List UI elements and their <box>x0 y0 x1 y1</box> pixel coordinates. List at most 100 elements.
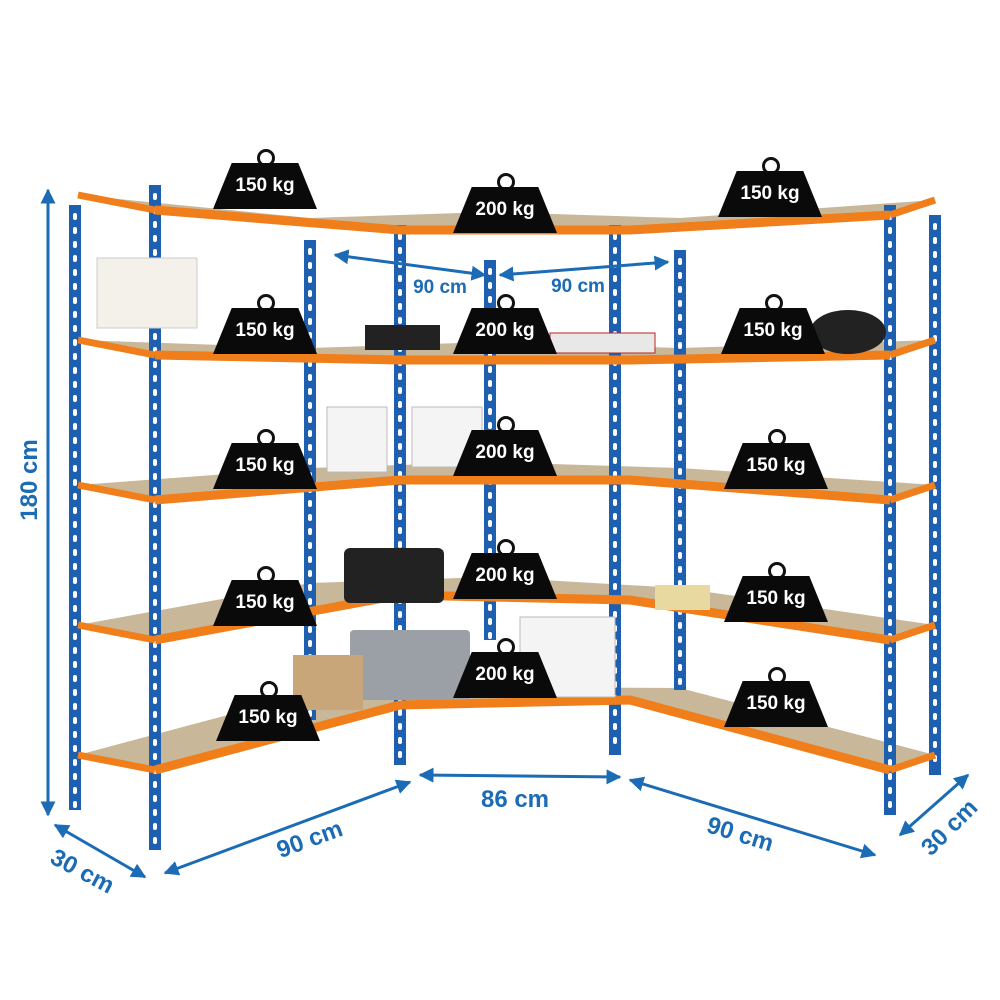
post-slot <box>613 415 617 422</box>
post-slot <box>398 303 402 310</box>
post-slot <box>398 499 402 506</box>
post-slot <box>73 409 77 416</box>
post-slot <box>153 473 157 480</box>
box-item <box>549 332 656 354</box>
post-slot <box>488 394 492 401</box>
weight-label: 150 kg <box>743 320 803 341</box>
post-slot <box>308 248 312 255</box>
post-slot <box>488 492 492 499</box>
post-slot <box>933 475 937 482</box>
post-slot <box>888 325 892 332</box>
post-slot <box>73 213 77 220</box>
post-slot <box>888 479 892 486</box>
post-slot <box>308 276 312 283</box>
shelf-side-edge <box>888 336 937 359</box>
post-slot <box>153 515 157 522</box>
post-slot <box>888 507 892 514</box>
post-slot <box>308 430 312 437</box>
post-slot <box>153 221 157 228</box>
weight-label: 200 kg <box>475 199 535 220</box>
post-slot <box>398 541 402 548</box>
post-slot <box>933 433 937 440</box>
post-slot <box>678 468 682 475</box>
post-slot <box>153 487 157 494</box>
post-slot <box>933 713 937 720</box>
post-slot <box>678 412 682 419</box>
post-slot <box>933 419 937 426</box>
post-slot <box>933 307 937 314</box>
weight-label: 150 kg <box>235 455 295 476</box>
post-slot <box>308 556 312 563</box>
shelf-front-edge <box>154 350 891 365</box>
post-slot <box>73 423 77 430</box>
post-slot <box>888 367 892 374</box>
post-slot <box>888 465 892 472</box>
post-slot <box>888 423 892 430</box>
weight-icon: 200 kg <box>453 652 557 698</box>
post-slot <box>613 513 617 520</box>
post-slot <box>73 647 77 654</box>
post-slot <box>153 431 157 438</box>
post-slot <box>73 297 77 304</box>
post-slot <box>73 703 77 710</box>
post-slot <box>888 521 892 528</box>
post-slot <box>73 255 77 262</box>
post-slot <box>933 601 937 608</box>
post-slot <box>888 647 892 654</box>
post-slot <box>308 402 312 409</box>
post-slot <box>398 233 402 240</box>
post-slot <box>398 723 402 730</box>
post-slot <box>933 657 937 664</box>
weight-label: 200 kg <box>475 320 535 341</box>
weight-center-shelf-4: 200 kg <box>453 539 557 601</box>
post-slot <box>153 669 157 676</box>
post-slot <box>933 363 937 370</box>
post-slot <box>678 286 682 293</box>
weight-icon: 150 kg <box>213 163 317 209</box>
weight-icon: 150 kg <box>724 681 828 727</box>
post-slot <box>73 465 77 472</box>
post-slot <box>888 717 892 724</box>
post-slot <box>153 809 157 816</box>
post-slot <box>888 409 892 416</box>
post-slot <box>933 671 937 678</box>
post-slot <box>888 759 892 766</box>
post-slot <box>933 349 937 356</box>
post-slot <box>613 289 617 296</box>
post-slot <box>613 723 617 730</box>
post-slot <box>73 311 77 318</box>
toolbox-item <box>365 325 440 350</box>
post-slot <box>613 457 617 464</box>
weight-icon: 150 kg <box>724 576 828 622</box>
post-slot <box>678 454 682 461</box>
post-slot <box>888 395 892 402</box>
weight-icon: 150 kg <box>216 695 320 741</box>
bottom-center-width-label: 86 cm <box>480 786 550 813</box>
post-slot <box>73 619 77 626</box>
post-slot <box>398 709 402 716</box>
post-slot <box>888 269 892 276</box>
weight-right-shelf-3: 150 kg <box>724 429 828 491</box>
post-slot <box>678 538 682 545</box>
post-slot <box>888 311 892 318</box>
post-slot <box>678 552 682 559</box>
post-slot <box>308 290 312 297</box>
weight-left-shelf-4: 150 kg <box>213 566 317 628</box>
post-slot <box>308 388 312 395</box>
weight-center-shelf-1: 200 kg <box>453 173 557 235</box>
post-slot <box>153 529 157 536</box>
post-slot <box>73 717 77 724</box>
post-slot <box>678 622 682 629</box>
post-slot <box>888 451 892 458</box>
post-slot <box>933 685 937 692</box>
post-slot <box>888 549 892 556</box>
weight-icon: 150 kg <box>213 443 317 489</box>
post-slot <box>153 445 157 452</box>
post-slot <box>308 374 312 381</box>
post-slot <box>153 711 157 718</box>
post-slot <box>888 563 892 570</box>
cardboard-box-item <box>293 655 363 710</box>
post-slot <box>308 528 312 535</box>
post-slot <box>153 249 157 256</box>
